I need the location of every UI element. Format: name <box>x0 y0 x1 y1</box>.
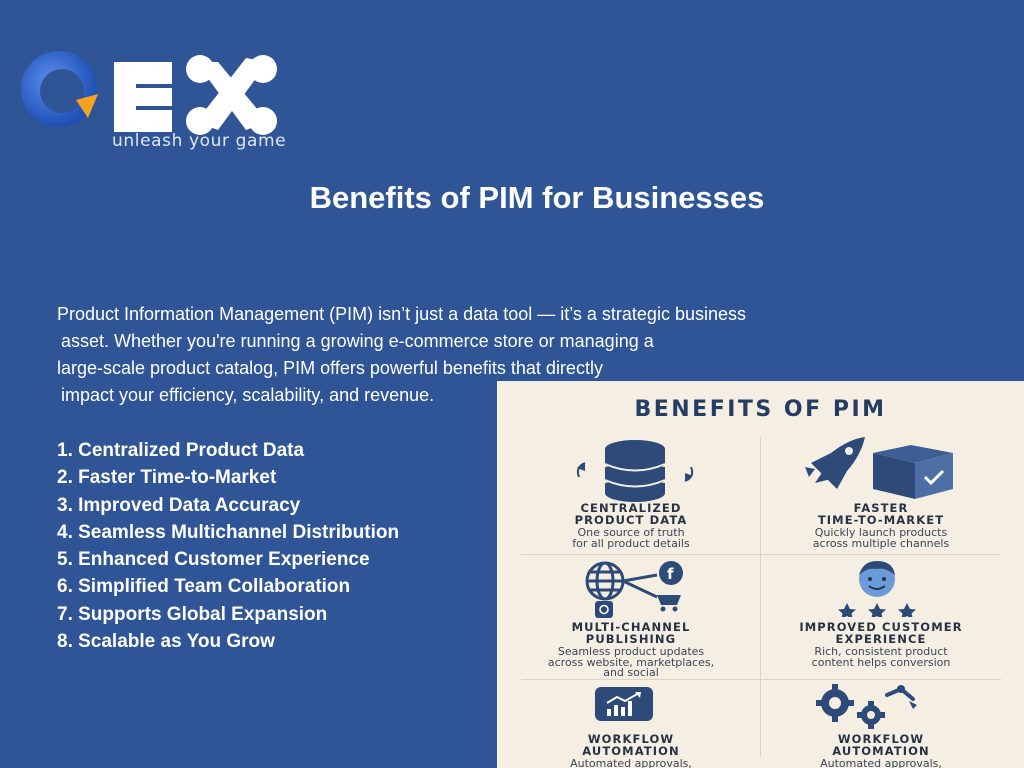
database-icon <box>576 440 694 502</box>
card-title: IMPROVED CUSTOMER EXPERIENCE <box>799 620 963 646</box>
card-description: Seamless product updates across website,… <box>547 645 715 679</box>
slide-title: Benefits of PIM for Businesses <box>309 180 765 215</box>
benefit-card: WORKFLOW AUTOMATION Automated approvals, <box>761 733 1001 768</box>
benefit-card: FASTER TIME-TO-MARKET Quickly launch pro… <box>761 502 1001 549</box>
grid-divider <box>760 437 761 757</box>
logo-letter-e <box>114 62 172 132</box>
globe-social-icon: f <box>585 561 683 618</box>
infographic-panel: BENEFITS OF PIM CENTRALIZED PRODUCT DATA <box>497 381 1024 768</box>
logo-q-tail <box>76 94 98 118</box>
logo-tagline: unleash your game <box>112 131 287 151</box>
card-title: WORKFLOW AUTOMATION <box>832 732 930 758</box>
card-description: Quickly launch products across multiple … <box>812 526 950 550</box>
grid-divider <box>521 554 1001 555</box>
logo-q-inner <box>40 69 84 113</box>
intro-line: Product Information Management (PIM) isn… <box>57 304 746 324</box>
intro-line: large-scale product catalog, PIM offers … <box>57 358 603 378</box>
card-title: WORKFLOW AUTOMATION <box>582 732 680 758</box>
infographic-title: BENEFITS OF PIM <box>634 397 887 422</box>
benefit-item: 4. Seamless Multichannel Distribution <box>57 521 400 543</box>
gears-robot-arm-icon <box>816 684 917 729</box>
intro-line: impact your efficiency, scalability, and… <box>61 385 435 405</box>
card-title: MULTI-CHANNEL PUBLISHING <box>571 620 691 646</box>
grid-divider <box>521 679 1001 680</box>
svg-text:f: f <box>667 565 674 583</box>
card-description: One source of truth for all product deta… <box>572 526 690 550</box>
benefit-list: 1. Centralized Product Data 2. Faster Ti… <box>57 437 399 655</box>
benefit-item: 6. Simplified Team Collaboration <box>57 576 351 598</box>
benefit-item: 5. Enhanced Customer Experience <box>57 549 370 571</box>
benefit-item: 2. Faster Time-to-Market <box>57 467 277 489</box>
benefit-card: MULTI-CHANNEL PUBLISHING Seamless produc… <box>511 621 751 679</box>
intro-paragraph: Product Information Management (PIM) isn… <box>57 301 877 409</box>
benefit-item: 1. Centralized Product Data <box>57 440 305 461</box>
logo-letter-x <box>186 55 277 135</box>
benefit-item: 8. Scalable as You Grow <box>57 631 275 653</box>
card-title: FASTER TIME-TO-MARKET <box>817 501 945 527</box>
chart-monitor-icon <box>595 687 653 721</box>
card-description: Automated approvals, <box>820 757 942 768</box>
benefit-card: CENTRALIZED PRODUCT DATA One source of t… <box>511 502 751 549</box>
card-title: CENTRALIZED PRODUCT DATA <box>574 501 688 527</box>
smiling-customer-icon <box>838 561 916 617</box>
logo <box>21 51 277 135</box>
benefit-item: 7. Supports Global Expansion <box>57 603 328 625</box>
benefit-card: WORKFLOW AUTOMATION Automated approvals, <box>511 733 751 768</box>
benefit-card: IMPROVED CUSTOMER EXPERIENCE Rich, consi… <box>761 621 1001 668</box>
card-description: Automated approvals, <box>570 757 692 768</box>
benefit-item: 3. Improved Data Accuracy <box>57 494 301 516</box>
rocket-box-icon <box>805 437 953 499</box>
intro-line: asset. Whether you're running a growing … <box>61 331 654 351</box>
card-description: Rich, consistent product content helps c… <box>811 645 951 669</box>
